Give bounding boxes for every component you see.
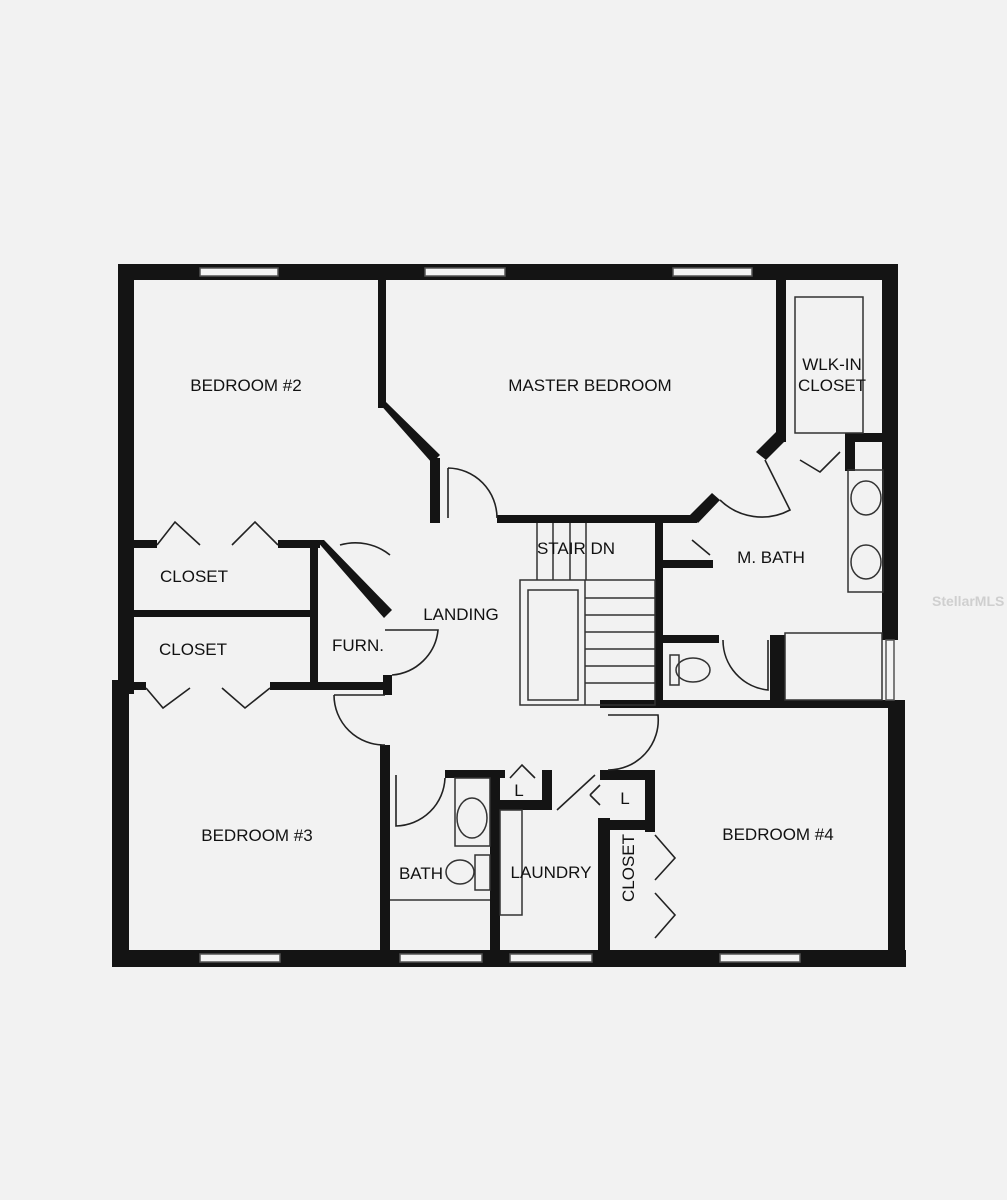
windows [199, 267, 895, 963]
walls [112, 264, 906, 967]
label-bedroom3: BEDROOM #3 [201, 826, 312, 845]
label-landing: LANDING [423, 605, 499, 624]
label-stair: STAIR DN [537, 539, 615, 558]
label-bedroom2: BEDROOM #2 [190, 376, 301, 395]
label-laundry: LAUNDRY [511, 863, 592, 882]
label-closet-lower: CLOSET [159, 640, 227, 659]
label-master-bath: M. BATH [737, 548, 805, 567]
fixtures [390, 296, 884, 916]
watermark: StellarMLS [932, 593, 1004, 609]
label-linen1: L [514, 781, 523, 800]
label-walkin-2: CLOSET [798, 376, 866, 395]
label-closet-bed4: CLOSET [619, 834, 638, 902]
label-bedroom4: BEDROOM #4 [722, 825, 833, 844]
label-linen2: L [620, 789, 629, 808]
label-closet-upper: CLOSET [160, 567, 228, 586]
doors [145, 451, 841, 939]
label-bath: BATH [399, 864, 443, 883]
label-walkin-1: WLK-IN [802, 355, 862, 374]
room-labels: BEDROOM #2 MASTER BEDROOM WLK-IN CLOSET … [159, 355, 866, 902]
label-master-bedroom: MASTER BEDROOM [508, 376, 671, 395]
label-furnace: FURN. [332, 636, 384, 655]
